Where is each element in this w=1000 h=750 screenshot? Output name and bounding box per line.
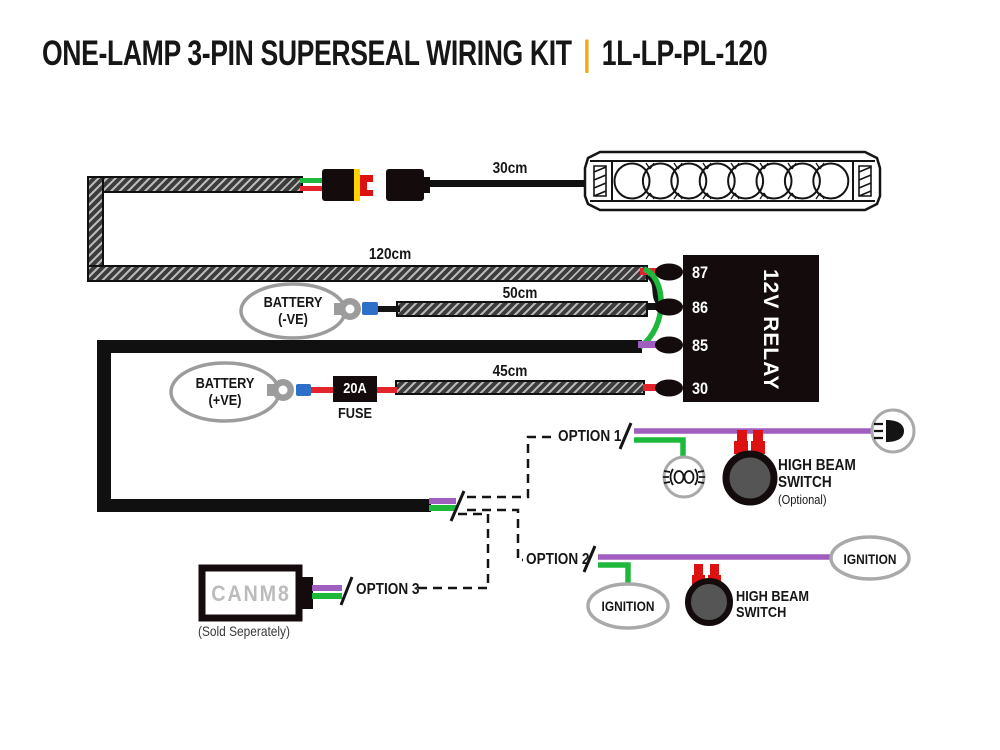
option3-wiring: [198, 564, 354, 622]
page-title: ONE-LAMP 3-PIN SUPERSEAL WIRING KIT | 1L…: [42, 34, 768, 74]
ignition-right-bubble: [829, 535, 911, 581]
wire-red-pin30: [643, 384, 663, 391]
label-30cm: 30cm: [492, 160, 528, 177]
relay-pin-87: 87: [692, 263, 709, 282]
fuse-rating: 20A: [343, 380, 367, 397]
route-option2: [467, 508, 523, 562]
option-dashed-routes: [412, 435, 555, 590]
relay-body: [655, 255, 819, 402]
canm8-label: CANM8: [211, 581, 291, 606]
option1-switch-label: HIGH BEAM SWITCH (Optional): [778, 457, 856, 507]
route-option1: [467, 435, 555, 499]
led-light-bar: [583, 150, 882, 212]
ignition-left-bubble: [586, 582, 670, 630]
light-bar-reflector-ticks: [645, 162, 825, 200]
control-cable-top: [97, 340, 642, 353]
battery-positive-label: BATTERY (+VE): [195, 375, 255, 409]
high-beam-switch-button: [722, 450, 778, 506]
label-45cm: 45cm: [492, 363, 528, 380]
battery-positive-terminal: [169, 361, 397, 423]
wire-purple-pin85: [638, 341, 664, 348]
high-beam-switch-button: [685, 578, 733, 626]
superseal-connector-female: [300, 169, 373, 201]
option1-switch-note: (Optional): [778, 492, 827, 507]
control-cable-vertical: [97, 340, 111, 512]
relay-pin-85: 85: [692, 336, 709, 355]
light-bar-lenses: [613, 162, 850, 200]
relay-label: 12V RELAY: [759, 268, 782, 391]
relay-pin-30: 30: [692, 379, 709, 398]
option2-wiring: [582, 535, 911, 630]
title-sku: 1L-LP-PL-120: [601, 34, 768, 73]
control-cable-bottom: [97, 499, 431, 512]
option1-label: OPTION 1: [558, 428, 622, 445]
position-light-icon: [662, 455, 706, 499]
crimp-connector: [362, 302, 378, 315]
wire-black-ground-pin86: [646, 303, 662, 310]
canm8-note: (Sold Seperately): [198, 623, 290, 639]
label-50cm: 50cm: [502, 285, 538, 302]
route-option3: [412, 512, 490, 590]
battery-negative-label: BATTERY (-VE): [263, 294, 323, 328]
light-bar-end-hatch-right: [858, 165, 872, 197]
option2-switch-label: HIGH BEAM SWITCH: [736, 588, 809, 621]
label-120cm: 120cm: [368, 246, 412, 263]
light-bar-end-hatch-left: [593, 165, 607, 197]
lamp-pigtail-wire: [424, 180, 586, 187]
battery-negative-terminal: [239, 282, 400, 340]
superseal-connector-male: [386, 169, 430, 201]
option-junction: [429, 490, 466, 522]
option1-wiring: [618, 408, 916, 506]
option2-ignition-left-label: IGNITION: [601, 598, 655, 614]
high-beam-icon: [870, 408, 916, 454]
fuse-body: [333, 376, 377, 402]
option2-label: OPTION 2: [526, 551, 590, 568]
crimp-connector: [296, 384, 311, 396]
option2-ignition-right-label: IGNITION: [843, 551, 897, 567]
relay-pin-86: 86: [692, 298, 709, 317]
title-main: ONE-LAMP 3-PIN SUPERSEAL WIRING KIT: [42, 34, 572, 73]
option3-label: OPTION 3: [356, 581, 420, 598]
switch-terminals: [734, 430, 765, 454]
fuse-label: FUSE: [337, 405, 372, 422]
title-separator: |: [583, 34, 591, 73]
